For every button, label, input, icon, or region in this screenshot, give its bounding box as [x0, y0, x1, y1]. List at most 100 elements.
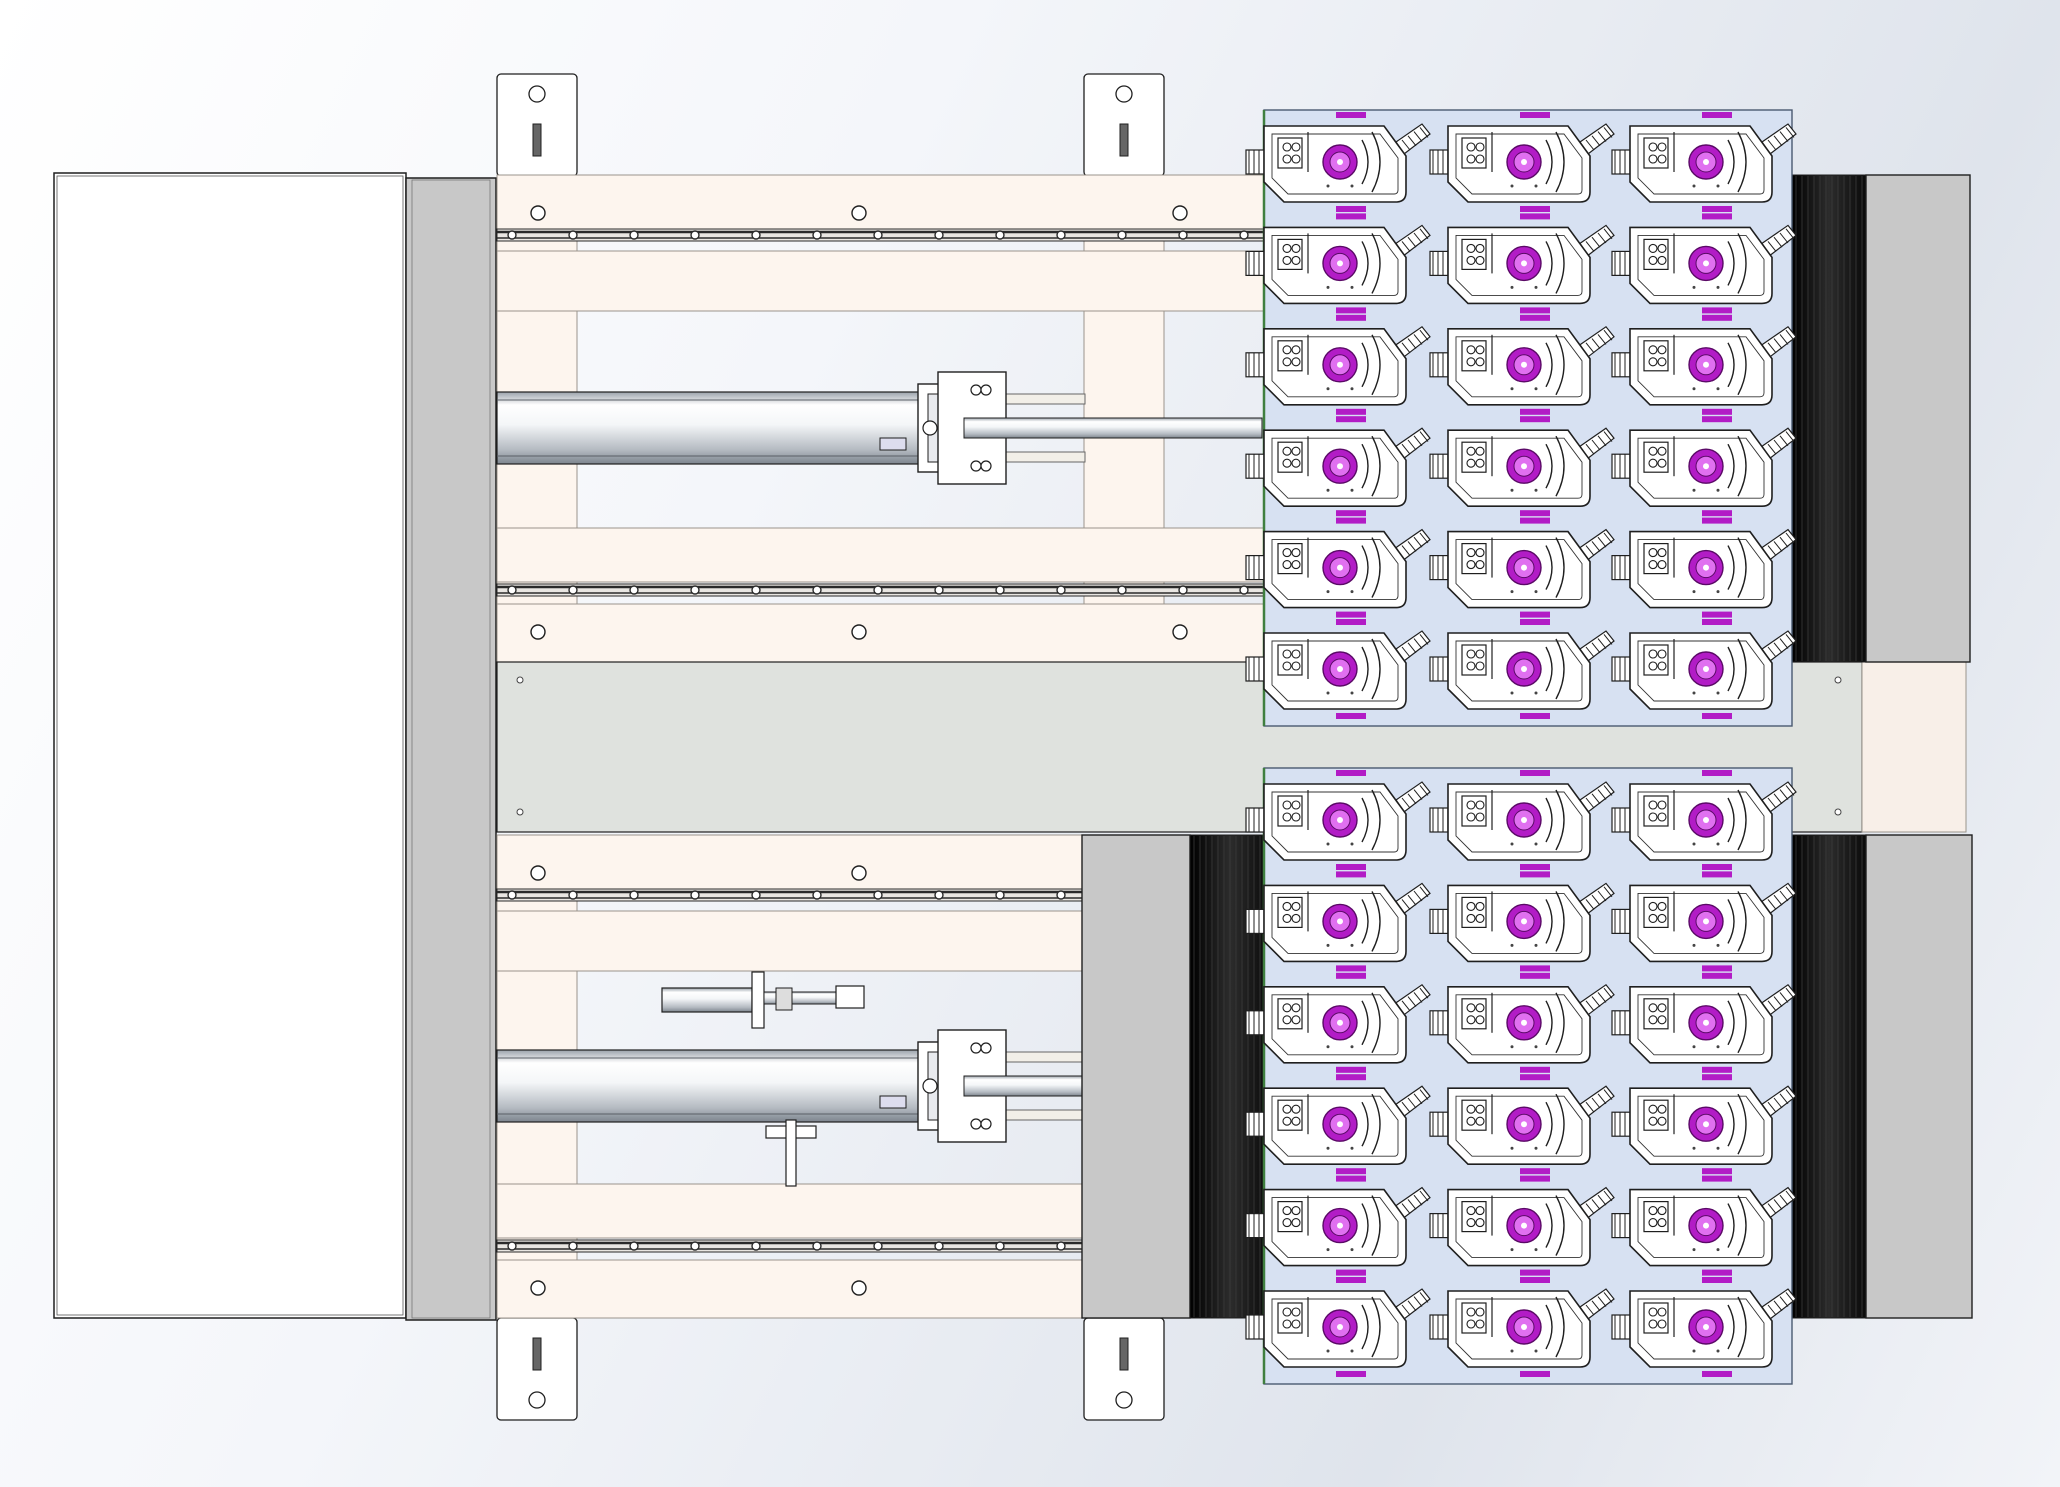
fixture-dot [1716, 1248, 1720, 1252]
fixture-block-hole [1657, 458, 1667, 468]
fixture-dot [1534, 691, 1538, 695]
hose-rib [1773, 541, 1783, 552]
fixture-arc [1545, 1203, 1553, 1248]
rail-bolt [934, 890, 944, 900]
mounting-bracket [1083, 1317, 1165, 1421]
fixture-knob-center [1337, 463, 1343, 470]
fixture-arc [1737, 1195, 1747, 1256]
fixture-block-hole [1282, 1003, 1292, 1013]
fixture-clip [1702, 972, 1732, 979]
fixture-dot [1716, 842, 1720, 846]
hose-rib [1419, 228, 1429, 240]
fixture-block-hole [1657, 1206, 1667, 1216]
fixture-block [1643, 542, 1669, 575]
hose-rib [1585, 1101, 1595, 1113]
fixture-block-hole [1291, 1116, 1301, 1126]
fixture-knob-center [1337, 1324, 1343, 1330]
fixture-module [1429, 213, 1615, 314]
fixture-dot [1534, 285, 1538, 289]
fixture-dot [1692, 1146, 1696, 1150]
fixture-block [1277, 795, 1303, 827]
fixture-module [1245, 517, 1431, 618]
fixture-dot [1326, 1248, 1330, 1252]
center-plate-hole [516, 676, 524, 684]
hose-rib [1773, 793, 1783, 805]
hose-rib [1591, 1199, 1601, 1210]
fixture-arc [1555, 435, 1565, 497]
fixture-arc [1545, 443, 1553, 489]
side-guard-panel [1865, 834, 1973, 1319]
fixture-dot [1692, 387, 1696, 391]
fixture-module [1429, 619, 1615, 719]
fixture-body-edge [1455, 133, 1583, 195]
hose-rib [1419, 987, 1429, 999]
fixture-block-hole [1282, 661, 1292, 671]
fixture-block-hole [1657, 913, 1667, 923]
piston-rod [963, 1075, 1083, 1097]
piston-rod [963, 417, 1263, 439]
frame-bar [496, 834, 1083, 890]
fixture-knob-center [1703, 260, 1709, 267]
rail-bolt [690, 585, 700, 595]
fixture-trays [1245, 109, 1797, 1385]
fixture-arc [1555, 537, 1565, 598]
fixture-arc [1727, 1101, 1735, 1147]
fixture-knob-center [1521, 1121, 1527, 1128]
hose-rib [1767, 443, 1777, 455]
fixture-knob-center [1703, 564, 1709, 571]
hose-rib [1419, 431, 1429, 442]
fixture-dot [1716, 285, 1720, 289]
fixture-block-hole [1466, 1116, 1476, 1126]
hose-rib [1413, 536, 1423, 548]
fixture-knob-center [1337, 1121, 1343, 1128]
hose-rib [1773, 236, 1783, 248]
fixture-knob-center [1337, 666, 1343, 672]
fixture-block-hole [1282, 458, 1292, 468]
hose-rib [1413, 789, 1423, 800]
hose-rib [1413, 1194, 1423, 1206]
hose-rib [1767, 1203, 1777, 1214]
hose-rib [1603, 228, 1613, 240]
fixture-block-hole [1648, 142, 1658, 152]
fixture-block-hole [1282, 1116, 1292, 1126]
fixture-clip [1336, 1269, 1366, 1276]
hose-rib [1407, 642, 1417, 654]
bellows-cover [1791, 834, 1867, 1319]
flange-bolt [980, 1118, 992, 1130]
fixture-clip [1336, 1175, 1366, 1182]
fixture-dot [1350, 691, 1354, 695]
cylinder-sensor [879, 1095, 907, 1109]
hose-rib [1419, 785, 1429, 796]
fixture-knob-center [1703, 817, 1709, 823]
hose-rib [1779, 131, 1789, 142]
bracket-hole [528, 85, 546, 103]
fixture-block-hole [1466, 1015, 1476, 1025]
fixture-block-hole [1466, 1104, 1476, 1114]
fixture-dot [1510, 285, 1514, 289]
hose-rib [1597, 992, 1607, 1003]
fixture-body-edge [1455, 234, 1583, 296]
hose-rib [1591, 996, 1601, 1007]
fixture-dot [1326, 691, 1330, 695]
rail-bolt [1056, 1241, 1066, 1251]
fixture-clip [1702, 1175, 1732, 1182]
fixture-clip [1336, 611, 1366, 618]
fixture-block-hole [1475, 548, 1485, 558]
hose-rib [1779, 789, 1789, 800]
fixture-clip [1520, 517, 1550, 524]
hose-rib [1407, 439, 1417, 451]
hose-rib [1779, 638, 1789, 649]
hose-rib [1597, 890, 1607, 902]
fixture-body-edge [1637, 892, 1765, 954]
fixture-clip [1336, 1168, 1366, 1175]
flange-bolt [970, 1118, 982, 1130]
fixture-block-hole [1466, 1319, 1476, 1329]
fixture-block-hole [1475, 243, 1485, 253]
hose-rib [1785, 431, 1795, 442]
fixture-dot [1692, 943, 1696, 947]
fixture-block [1643, 137, 1669, 169]
hose-rib [1413, 435, 1423, 447]
fixture-block-hole [1657, 661, 1667, 671]
fixture-clip [1702, 408, 1732, 415]
fixture-arc [1371, 1093, 1381, 1155]
